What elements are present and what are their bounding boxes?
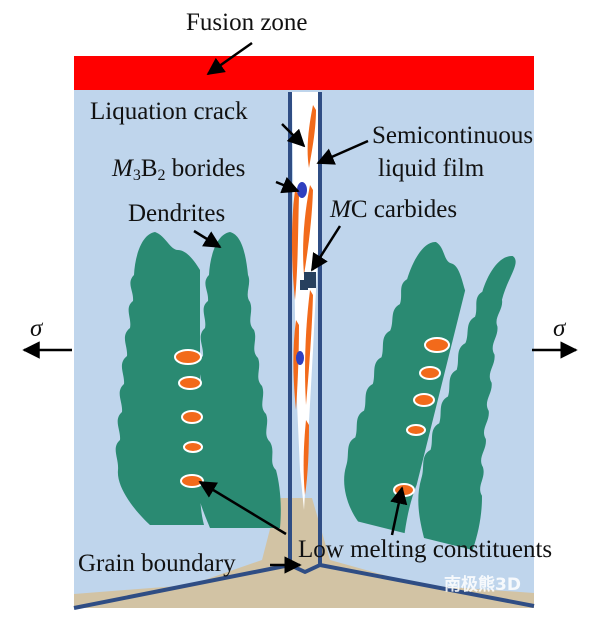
borides-arrow bbox=[275, 176, 300, 194]
fusion-zone-bar bbox=[74, 56, 534, 90]
low-melting-arrow-left bbox=[198, 480, 287, 536]
dendrite-right-1 bbox=[344, 242, 466, 534]
label-dendrites: Dendrites bbox=[128, 200, 226, 227]
label-semicontinuous: Semicontinuous bbox=[372, 122, 534, 149]
dendrite-left-2 bbox=[192, 232, 281, 528]
boride-particle bbox=[297, 182, 307, 198]
low-melting-pool bbox=[413, 393, 435, 407]
grain-boundary-line bbox=[73, 92, 535, 610]
low-melting-pool bbox=[393, 483, 415, 497]
fusion-zone-arrow bbox=[206, 41, 253, 76]
low-melting-pool bbox=[419, 366, 441, 380]
dendrite-left-1 bbox=[115, 232, 204, 525]
label-sigma-right: σ bbox=[553, 315, 566, 342]
low-melting-pool bbox=[424, 337, 450, 353]
borides-text: borides bbox=[165, 155, 246, 182]
liquid-film-segment bbox=[305, 290, 313, 405]
low-melting-pool bbox=[180, 474, 204, 488]
carbides-text: C carbides bbox=[350, 196, 458, 223]
carbide-particle bbox=[300, 280, 308, 290]
borides-sub-2: 2 bbox=[157, 167, 166, 184]
liquid-film-segment bbox=[303, 420, 309, 495]
label-liquid-film: liquid film bbox=[378, 155, 485, 182]
boride-particle bbox=[296, 351, 304, 365]
dendrite-right-2 bbox=[418, 256, 516, 551]
low-melting-arrow-right bbox=[390, 486, 408, 536]
label-grain-boundary: Grain boundary bbox=[78, 550, 236, 577]
borides-sub-3: 3 bbox=[132, 167, 141, 184]
dendrites-arrow bbox=[193, 229, 222, 249]
low-melting-pool bbox=[181, 410, 203, 424]
grain-boundary-triple-phase bbox=[74, 498, 534, 608]
liquation-crack-arrow bbox=[281, 123, 306, 148]
watermark-text: 南极熊3D bbox=[444, 575, 521, 595]
liquid-film-segment bbox=[303, 185, 313, 275]
low-melting-pool bbox=[178, 376, 202, 390]
liquid-film-segment bbox=[291, 190, 299, 300]
label-liquation-crack: Liquation crack bbox=[90, 98, 248, 125]
liquid-film-segment bbox=[307, 105, 316, 168]
low-melting-pool bbox=[174, 349, 202, 365]
low-melting-pool bbox=[183, 441, 203, 453]
borides-m: M bbox=[112, 155, 133, 182]
liquid-film-arrow bbox=[316, 139, 369, 165]
label-low-melting-constituents: Low melting constituents bbox=[298, 536, 553, 563]
carbides-m: M bbox=[330, 196, 351, 223]
borides-b: B bbox=[140, 155, 158, 182]
label-fusion-zone: Fusion zone bbox=[186, 9, 308, 36]
carbides-arrow bbox=[310, 225, 342, 272]
label-mc-carbides: MC carbides bbox=[330, 196, 458, 223]
low-melting-pool bbox=[406, 424, 426, 436]
liquid-film-segment bbox=[293, 320, 299, 410]
label-sigma-left: σ bbox=[30, 315, 43, 342]
label-m3b2-borides: M3B2 borides bbox=[112, 155, 246, 185]
